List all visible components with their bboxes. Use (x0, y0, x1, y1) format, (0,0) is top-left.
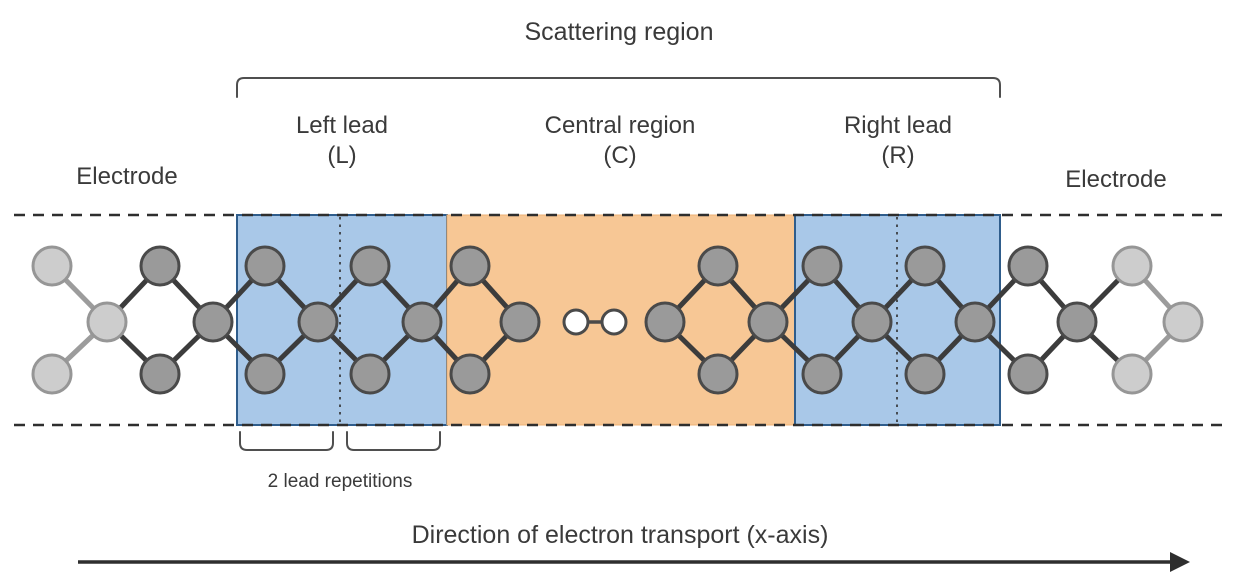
scattering-region-bracket (236, 77, 1001, 98)
atom (449, 245, 491, 287)
atom (954, 301, 996, 343)
atom (851, 301, 893, 343)
atom (801, 353, 843, 395)
atom (801, 245, 843, 287)
atom (644, 301, 686, 343)
atom (449, 353, 491, 395)
atom (697, 245, 739, 287)
right-lead-symbol: (R) (881, 142, 914, 169)
atom (1007, 353, 1049, 395)
atom (349, 245, 391, 287)
atom (499, 301, 541, 343)
bonds-dark (104, 263, 1135, 377)
central-region-symbol: (C) (603, 142, 636, 169)
molecule-atom (600, 308, 628, 336)
scattering-region-title: Scattering region (524, 18, 713, 46)
right-lead-label: Right lead (844, 112, 952, 139)
atom (1056, 301, 1098, 343)
atom (904, 245, 946, 287)
dark-atoms (139, 245, 1098, 395)
lead-repetition-bracket-1 (239, 431, 334, 451)
light-atoms (31, 245, 1204, 395)
lead-repetitions-label: 2 lead repetitions (268, 471, 413, 492)
lead-repetition-bracket-2 (346, 431, 441, 451)
central-region-label: Central region (545, 112, 696, 139)
molecule-atom (562, 308, 590, 336)
atom (139, 353, 181, 395)
atom (1111, 353, 1153, 395)
atom (747, 301, 789, 343)
atom (31, 353, 73, 395)
right-electrode-label: Electrode (1065, 166, 1166, 193)
transport-direction-arrow (78, 552, 1190, 572)
atom (139, 245, 181, 287)
atom (1111, 245, 1153, 287)
molecule (562, 308, 628, 336)
atom (349, 353, 391, 395)
atom (1162, 301, 1204, 343)
atom (904, 353, 946, 395)
atom (1007, 245, 1049, 287)
bonds-light (49, 263, 1186, 377)
atom (244, 245, 286, 287)
left-lead-label: Left lead (296, 112, 388, 139)
arrowhead-icon (1170, 552, 1190, 572)
atom (401, 301, 443, 343)
atom (244, 353, 286, 395)
transport-direction-label: Direction of electron transport (x-axis) (412, 521, 829, 549)
left-lead-symbol: (L) (327, 142, 356, 169)
atom (697, 353, 739, 395)
atom (31, 245, 73, 287)
left-electrode-label: Electrode (76, 163, 177, 190)
atom (297, 301, 339, 343)
atom (192, 301, 234, 343)
atom (86, 301, 128, 343)
